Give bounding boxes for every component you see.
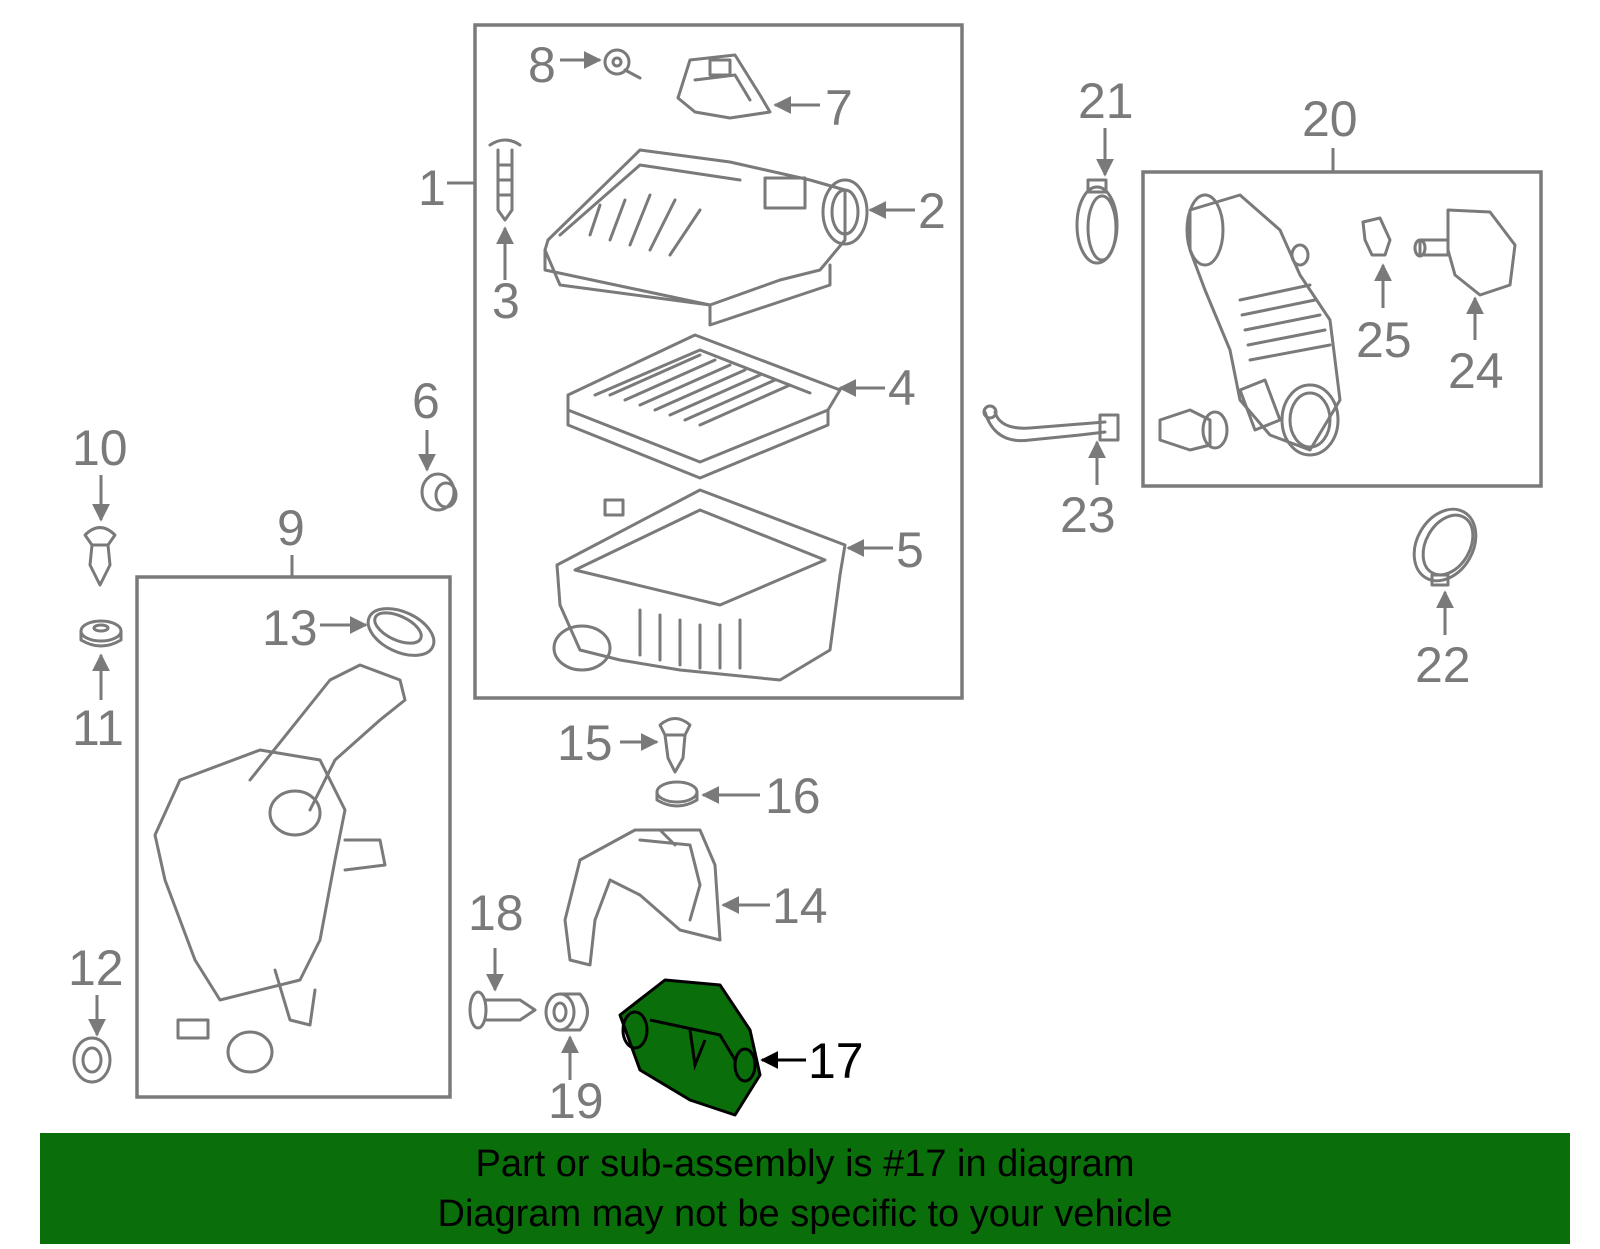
- part-4-air-filter[interactable]: [566, 333, 842, 480]
- callout-labels: 1 2 3 4 5 6 7 8 9 10 11 12 13 14 15 16 1…: [68, 37, 1504, 1129]
- callout-6: 6: [412, 373, 440, 429]
- part-22-hose-clamp[interactable]: [1402, 498, 1488, 592]
- callout-2: 2: [918, 183, 946, 239]
- callout-16: 16: [765, 768, 821, 824]
- air-cleaner-assembly-box: [473, 23, 964, 700]
- part-14-intake-duct[interactable]: [563, 828, 722, 967]
- callout-3: 3: [492, 273, 520, 329]
- part-11-washer[interactable]: [79, 619, 123, 648]
- callout-4: 4: [888, 360, 916, 416]
- callout-11: 11: [72, 700, 124, 756]
- callout-13: 13: [262, 600, 318, 656]
- banner-line-1: Part or sub-assembly is #17 in diagram: [475, 1142, 1135, 1185]
- part-15-clip[interactable]: [658, 717, 692, 774]
- callout-18: 18: [468, 885, 524, 941]
- part-23-breather-hose[interactable]: [982, 404, 1120, 443]
- callout-1: 1: [418, 160, 446, 216]
- part-9-resonator[interactable]: [153, 663, 407, 1074]
- part-20-intake-duct-assembly[interactable]: [1158, 193, 1342, 457]
- callout-19: 19: [548, 1073, 604, 1129]
- part-16-washer[interactable]: [655, 780, 699, 808]
- callout-20: 20: [1302, 91, 1358, 147]
- part-13-seal-ring[interactable]: [361, 599, 441, 665]
- part-10-clip[interactable]: [83, 526, 117, 587]
- banner-line-2: Diagram may not be specific to your vehi…: [437, 1192, 1173, 1235]
- callout-15: 15: [557, 715, 613, 771]
- part-17-air-guide-highlighted[interactable]: [618, 978, 762, 1117]
- callout-7: 7: [825, 80, 853, 136]
- callout-8: 8: [528, 37, 556, 93]
- part-8-grommet[interactable]: [603, 48, 642, 80]
- callout-22: 22: [1415, 637, 1471, 693]
- callout-24: 24: [1448, 343, 1504, 399]
- part-19-bushing[interactable]: [544, 992, 589, 1032]
- info-banner: Part or sub-assembly is #17 in diagram D…: [40, 1133, 1570, 1244]
- callout-14: 14: [772, 878, 828, 934]
- callout-9: 9: [277, 500, 305, 556]
- part-7-sensor-bracket[interactable]: [676, 53, 772, 120]
- part-2-air-cleaner-cover[interactable]: [543, 148, 869, 327]
- callout-5: 5: [896, 522, 924, 578]
- leader-lines: [88, 51, 1484, 1080]
- callout-10: 10: [72, 420, 128, 476]
- part-21-hose-clamp[interactable]: [1075, 178, 1119, 265]
- part-24-cap[interactable]: [1413, 208, 1517, 297]
- intake-duct-assembly-box: [1141, 170, 1543, 488]
- part-25-clip[interactable]: [1361, 216, 1392, 257]
- callout-23: 23: [1060, 487, 1116, 543]
- callout-17: 17: [808, 1033, 864, 1089]
- part-18-push-pin[interactable]: [468, 990, 537, 1030]
- part-5-air-cleaner-lower-housing[interactable]: [552, 488, 847, 682]
- part-12-grommet[interactable]: [72, 1036, 112, 1084]
- callout-25: 25: [1356, 312, 1412, 368]
- callout-21: 21: [1078, 73, 1134, 129]
- part-3-bolt[interactable]: [488, 138, 522, 222]
- part-6-grommet[interactable]: [420, 472, 458, 512]
- callout-12: 12: [68, 940, 124, 996]
